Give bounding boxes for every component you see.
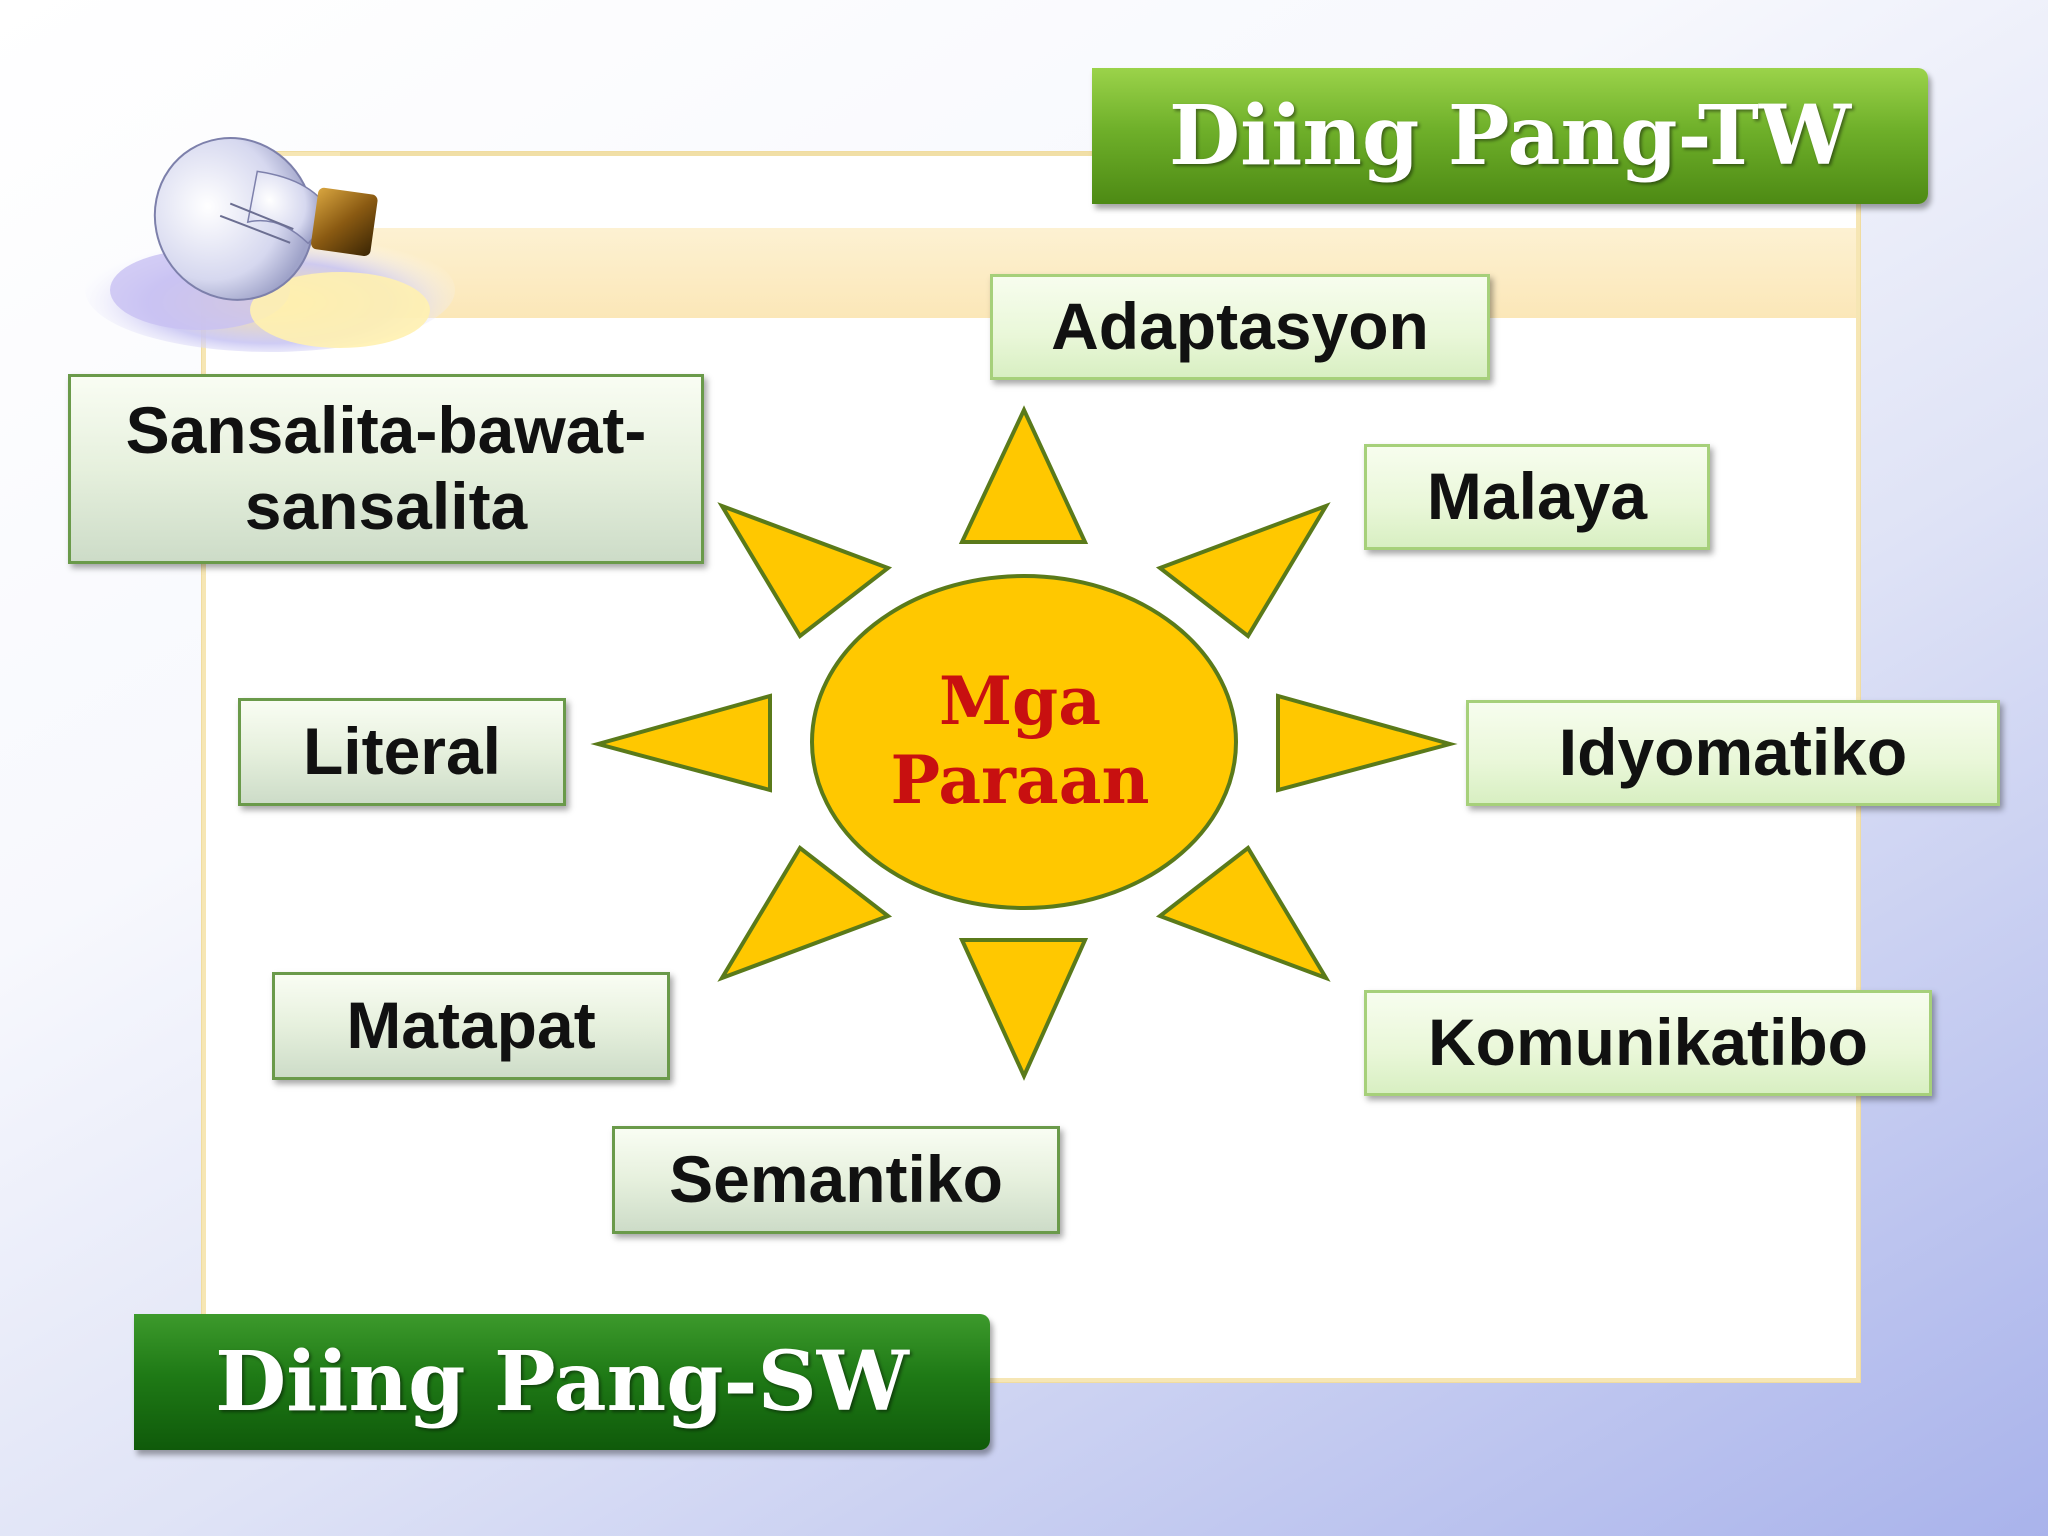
method-box-semantiko: Semantiko <box>612 1126 1060 1234</box>
banner-diing-pang-tw: Diing Pang-TW <box>1092 68 1928 204</box>
sun-ray-left <box>590 693 772 793</box>
method-label-line2: sansalita <box>244 469 528 543</box>
method-box-adaptasyon: Adaptasyon <box>990 274 1490 380</box>
method-label: Matapat <box>346 988 596 1063</box>
method-label: Semantiko <box>669 1142 1003 1217</box>
banner-diing-pang-sw: Diing Pang-SW <box>134 1314 990 1450</box>
sun-ray-top-right <box>1155 502 1331 639</box>
method-label: Literal <box>302 714 502 789</box>
method-box-sansalita-bawat-sansalita: Sansalita-bawat- sansalita <box>68 374 704 564</box>
method-box-literal: Literal <box>238 698 566 806</box>
method-box-matapat: Matapat <box>272 972 670 1080</box>
sun-ray-top-left <box>717 502 893 639</box>
method-label: Komunikatibo <box>1428 1005 1868 1080</box>
center-label: Mga Paraan <box>810 662 1230 820</box>
center-label-line2: Paraan <box>890 741 1150 820</box>
method-label: Idyomatiko <box>1558 715 1908 790</box>
method-box-malaya: Malaya <box>1364 444 1710 550</box>
decorative-line <box>340 152 1100 156</box>
sun-ray-bottom-left <box>717 845 893 982</box>
method-label-line1: Sansalita-bawat- <box>125 393 647 468</box>
sun-ray-bottom <box>958 938 1089 1081</box>
method-box-komunikatibo: Komunikatibo <box>1364 990 1932 1096</box>
method-label: Adaptasyon <box>1051 289 1429 364</box>
sun-ray-right <box>1276 693 1458 793</box>
sun-ray-top <box>958 405 1089 544</box>
method-label: Malaya <box>1426 459 1648 534</box>
sun-center <box>810 574 1238 910</box>
center-label-line1: Mga <box>939 662 1101 740</box>
method-box-idyomatiko: Idyomatiko <box>1466 700 2000 806</box>
sun-ray-bottom-right <box>1155 845 1331 982</box>
light-bulb-icon <box>85 137 455 352</box>
